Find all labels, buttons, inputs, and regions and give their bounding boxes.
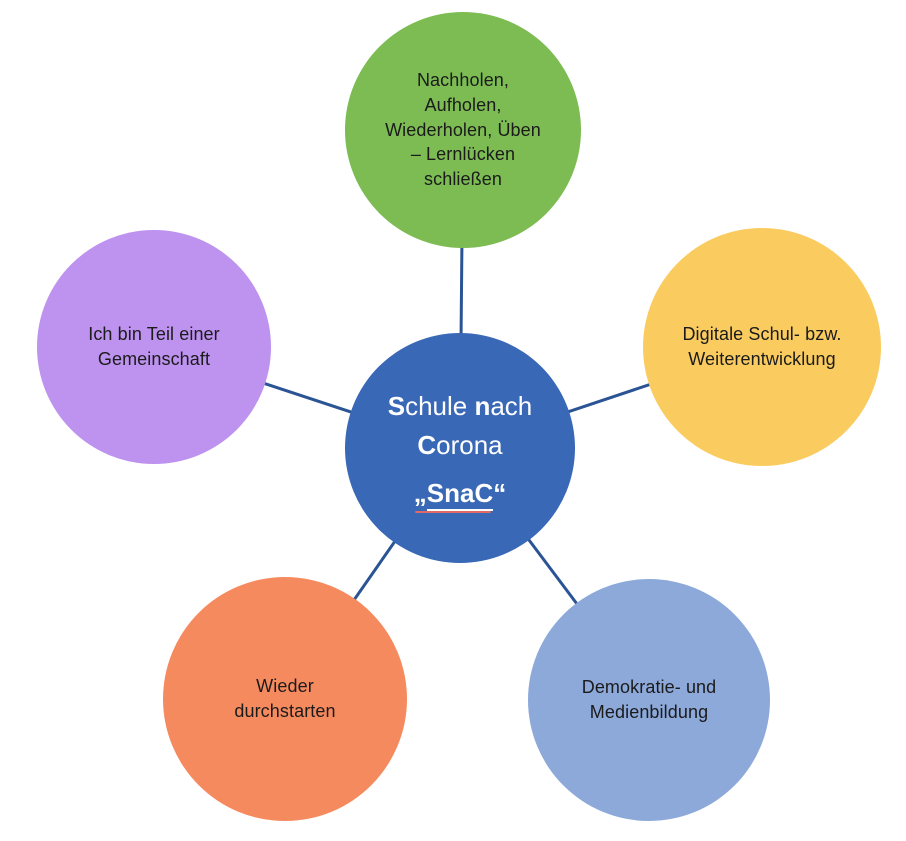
center-abbreviation: „SnaC“ [413,478,507,513]
center-node-schule-nach-corona[interactable]: Schule nach Corona „SnaC“ [345,333,575,563]
node-label-digital-development: Digitale Schul- bzw. Weiterentwicklung [682,324,842,369]
node-circle-democracy-media[interactable]: Demokratie- und Medienbildung [528,579,770,821]
node-label-community: Ich bin Teil einer Gemeinschaft [88,324,220,369]
node-circle-restart[interactable]: Wieder durchstarten [163,577,407,821]
node-circle-learning-gaps[interactable]: Nachholen, Aufholen, Wiederholen, Üben –… [345,12,581,248]
center-title-line2: Corona [417,430,503,460]
center-title-line1: Schule nach [387,391,533,421]
node-circle-digital-development[interactable]: Digitale Schul- bzw. Weiterentwicklung [643,228,881,466]
quote-open: „ [413,478,427,508]
spellcheck-underline [414,511,492,513]
node-label-democracy-media: Demokratie- und Medienbildung [581,677,717,722]
quote-close: “ [493,478,507,508]
node-label-restart: Wieder durchstarten [234,676,336,721]
abbreviation-underlined-text: SnaC [426,478,494,511]
node-circle-community[interactable]: Ich bin Teil einer Gemeinschaft [37,230,271,464]
node-label-learning-gaps: Nachholen, Aufholen, Wiederholen, Üben –… [385,69,541,190]
